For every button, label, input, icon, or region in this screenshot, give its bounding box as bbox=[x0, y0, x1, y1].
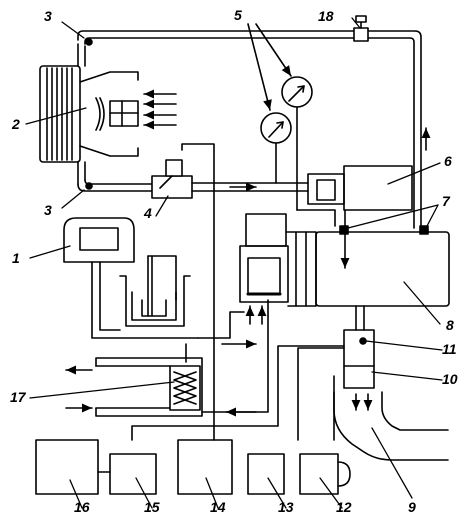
top-pipe-loop bbox=[77, 30, 422, 229]
controller-1 bbox=[63, 217, 199, 339]
label-3-bottom: 3 bbox=[44, 202, 52, 218]
air-flow-arrows bbox=[143, 89, 177, 130]
label-10: 10 bbox=[442, 371, 458, 387]
gauges-5 bbox=[247, 23, 313, 211]
heat-exchanger-17 bbox=[95, 357, 203, 417]
label-17: 17 bbox=[10, 389, 27, 405]
leader-lines bbox=[25, 17, 443, 509]
label-8: 8 bbox=[446, 317, 454, 333]
service-lines bbox=[131, 299, 345, 441]
sensor-3-top bbox=[85, 38, 93, 46]
line-to-13 bbox=[297, 347, 345, 441]
label-7: 7 bbox=[442, 193, 451, 209]
radiator-2 bbox=[39, 43, 139, 185]
thermostat-4 bbox=[151, 159, 193, 199]
engine-8 bbox=[239, 213, 450, 307]
label-15: 15 bbox=[144, 499, 160, 515]
valve-18 bbox=[353, 15, 369, 42]
label-5: 5 bbox=[234, 7, 242, 23]
duct-9 bbox=[333, 391, 449, 461]
label-18: 18 bbox=[318, 8, 334, 24]
label-3-top: 3 bbox=[44, 8, 52, 24]
test-bath bbox=[119, 255, 191, 327]
label-13: 13 bbox=[278, 499, 294, 515]
label-2: 2 bbox=[11, 116, 20, 132]
sensor-7a bbox=[339, 225, 349, 235]
label-11: 11 bbox=[442, 341, 457, 357]
box-12 bbox=[299, 453, 351, 495]
unit-10 bbox=[343, 305, 375, 389]
pump-outlet bbox=[296, 209, 336, 227]
label-9: 9 bbox=[408, 499, 416, 515]
label-16: 16 bbox=[74, 499, 90, 515]
label-1: 1 bbox=[12, 250, 20, 266]
lower-pipe bbox=[77, 179, 153, 192]
box-16 bbox=[35, 439, 99, 495]
intake-arrows bbox=[245, 305, 267, 325]
box-13 bbox=[247, 453, 285, 495]
thermostat-to-pump-pipe bbox=[191, 182, 309, 192]
box-14 bbox=[177, 439, 233, 495]
sensor-7b bbox=[419, 225, 429, 235]
component-labels: 1 2 3 3 4 5 6 7 8 9 10 11 12 13 14 15 16… bbox=[10, 7, 458, 515]
pump-6 bbox=[307, 165, 413, 211]
label-4: 4 bbox=[143, 205, 152, 221]
box-15 bbox=[109, 453, 157, 495]
label-12: 12 bbox=[336, 499, 352, 515]
label-6: 6 bbox=[444, 153, 452, 169]
label-14: 14 bbox=[210, 499, 226, 515]
line-to-14 bbox=[181, 143, 215, 441]
